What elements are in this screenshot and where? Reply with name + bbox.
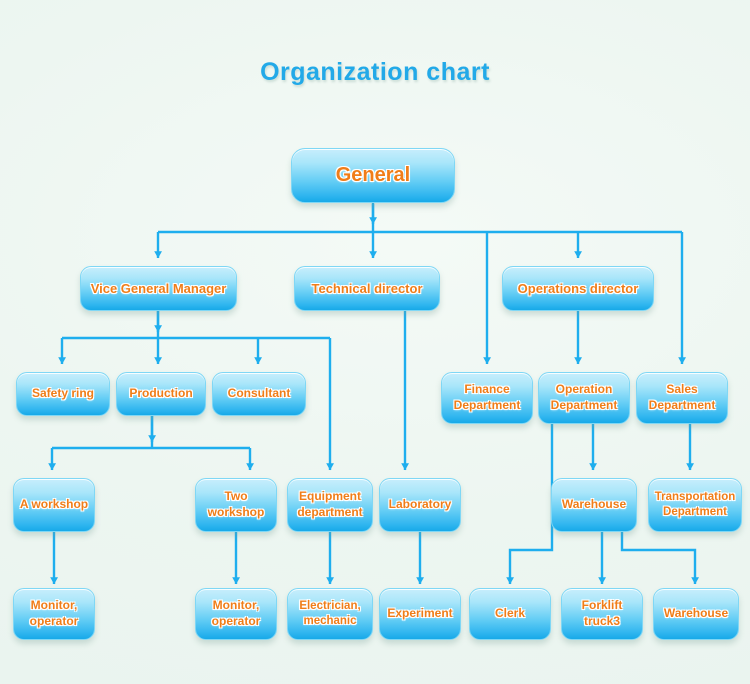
node-monitor-operator-b[interactable]: Monitor, operator [195, 588, 277, 640]
node-laboratory-label: Laboratory [388, 497, 452, 512]
node-a-workshop[interactable]: A workshop [13, 478, 95, 532]
node-production-label: Production [129, 386, 193, 401]
node-safety-ring[interactable]: Safety ring [16, 372, 110, 416]
node-monitor-operator-a-label: Monitor, operator [29, 598, 79, 628]
node-monitor-operator-b-label: Monitor, operator [211, 598, 261, 628]
node-two-workshop-label: Two workshop [207, 489, 265, 519]
node-operations-director-label: Operations director [517, 280, 639, 296]
node-safety-ring-label: Safety ring [31, 386, 94, 401]
node-equipment-department-label: Equipment department [297, 489, 363, 519]
node-operations-director[interactable]: Operations director [502, 266, 654, 311]
node-operation-department-label: Operation Department [550, 382, 618, 412]
node-warehouse-bottom[interactable]: Warehouse [653, 588, 739, 640]
node-clerk-label: Clerk [494, 606, 526, 621]
node-transportation-department[interactable]: Transportation Department [648, 478, 742, 532]
node-technical-director-label: Technical director [311, 280, 423, 296]
node-clerk[interactable]: Clerk [469, 588, 551, 640]
node-electrician-mechanic[interactable]: Electrician, mechanic [287, 588, 373, 640]
node-electrician-mechanic-label: Electrician, mechanic [299, 599, 361, 627]
node-warehouse-mid-label: Warehouse [561, 497, 627, 512]
node-warehouse-bottom-label: Warehouse [663, 606, 729, 621]
node-warehouse-mid[interactable]: Warehouse [551, 478, 637, 532]
node-monitor-operator-a[interactable]: Monitor, operator [13, 588, 95, 640]
node-consultant[interactable]: Consultant [212, 372, 306, 416]
node-experiment-label: Experiment [387, 606, 453, 621]
node-forklift-truck3[interactable]: Forklift truck3 [561, 588, 643, 640]
node-transportation-department-label: Transportation Department [654, 490, 736, 518]
node-a-workshop-label: A workshop [19, 497, 89, 512]
node-finance-department-label: Finance Department [453, 382, 521, 412]
node-two-workshop[interactable]: Two workshop [195, 478, 277, 532]
node-finance-department[interactable]: Finance Department [441, 372, 533, 424]
node-equipment-department[interactable]: Equipment department [287, 478, 373, 532]
node-consultant-label: Consultant [227, 386, 291, 401]
node-laboratory[interactable]: Laboratory [379, 478, 461, 532]
node-general-label: General [335, 164, 411, 187]
node-forklift-truck3-label: Forklift truck3 [581, 598, 623, 628]
node-operation-department[interactable]: Operation Department [538, 372, 630, 424]
node-technical-director[interactable]: Technical director [294, 266, 440, 311]
page-title: Organization chart [260, 58, 490, 86]
node-sales-department-label: Sales Department [648, 382, 716, 412]
node-experiment[interactable]: Experiment [379, 588, 461, 640]
node-sales-department[interactable]: Sales Department [636, 372, 728, 424]
node-general[interactable]: General [291, 148, 455, 203]
node-production[interactable]: Production [116, 372, 206, 416]
node-vice-general-manager-label: Vice General Manager [90, 280, 227, 296]
node-vice-general-manager[interactable]: Vice General Manager [80, 266, 237, 311]
